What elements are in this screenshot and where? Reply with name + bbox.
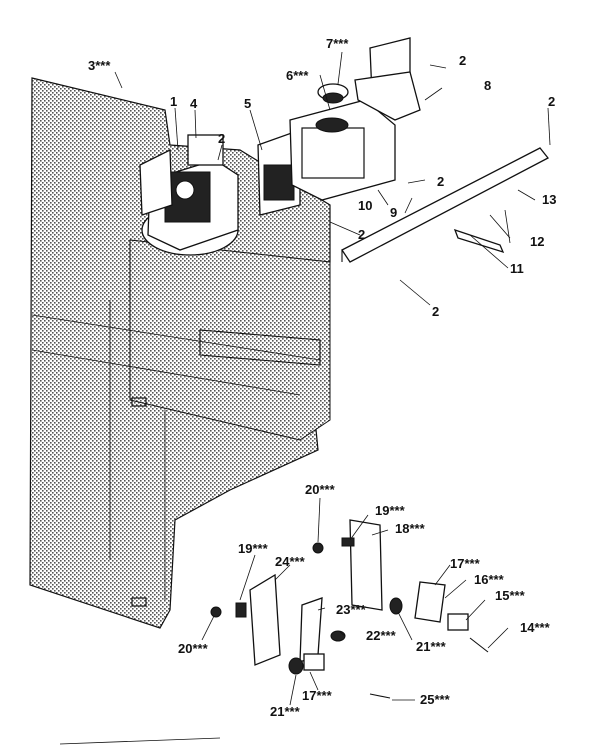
callout-17: 17*** xyxy=(302,688,333,703)
callout-20: 20*** xyxy=(305,482,336,497)
callout-2: 2 xyxy=(358,227,365,242)
leader-lines xyxy=(114,51,551,706)
latch-bracket-assembly xyxy=(210,519,489,699)
callout-10: 10 xyxy=(358,198,372,213)
magnetron-assembly xyxy=(257,37,421,216)
callout-15: 15*** xyxy=(495,588,526,603)
callout-23: 23*** xyxy=(336,602,367,617)
callout-1: 1 xyxy=(170,94,177,109)
callout-labels: 3*** 1 4 2 5 6*** 7*** 2 8 2 2 13 10 9 2… xyxy=(88,36,556,719)
scan-edge-line xyxy=(59,737,221,745)
callout-19: 19*** xyxy=(375,503,406,518)
callout-2: 2 xyxy=(432,304,439,319)
callout-6: 6*** xyxy=(286,68,309,83)
callout-7: 7*** xyxy=(326,36,349,51)
callout-2: 2 xyxy=(437,174,444,189)
cabinet-panel xyxy=(29,77,331,629)
callout-14: 14*** xyxy=(520,620,551,635)
callout-24: 24*** xyxy=(275,554,306,569)
callout-8: 8 xyxy=(484,78,491,93)
callout-18: 18*** xyxy=(395,521,426,536)
callout-21: 21*** xyxy=(270,704,301,719)
callout-16: 16*** xyxy=(474,572,505,587)
callout-3: 3*** xyxy=(88,58,111,73)
callout-19: 19*** xyxy=(238,541,269,556)
mounting-rail xyxy=(341,147,549,263)
callout-2: 2 xyxy=(548,94,555,109)
callout-22: 22*** xyxy=(366,628,397,643)
callout-25: 25*** xyxy=(420,692,451,707)
callout-2: 2 xyxy=(218,131,225,146)
callout-4: 4 xyxy=(190,96,198,111)
callout-20: 20*** xyxy=(178,641,209,656)
callout-21: 21*** xyxy=(416,639,447,654)
callout-9: 9 xyxy=(390,205,397,220)
callout-5: 5 xyxy=(244,96,251,111)
callout-12: 12 xyxy=(530,234,544,249)
callout-11: 11 xyxy=(510,261,524,276)
callout-17: 17*** xyxy=(450,556,481,571)
blower-motor-assembly xyxy=(139,134,239,256)
callout-2: 2 xyxy=(459,53,466,68)
callout-13: 13 xyxy=(542,192,556,207)
